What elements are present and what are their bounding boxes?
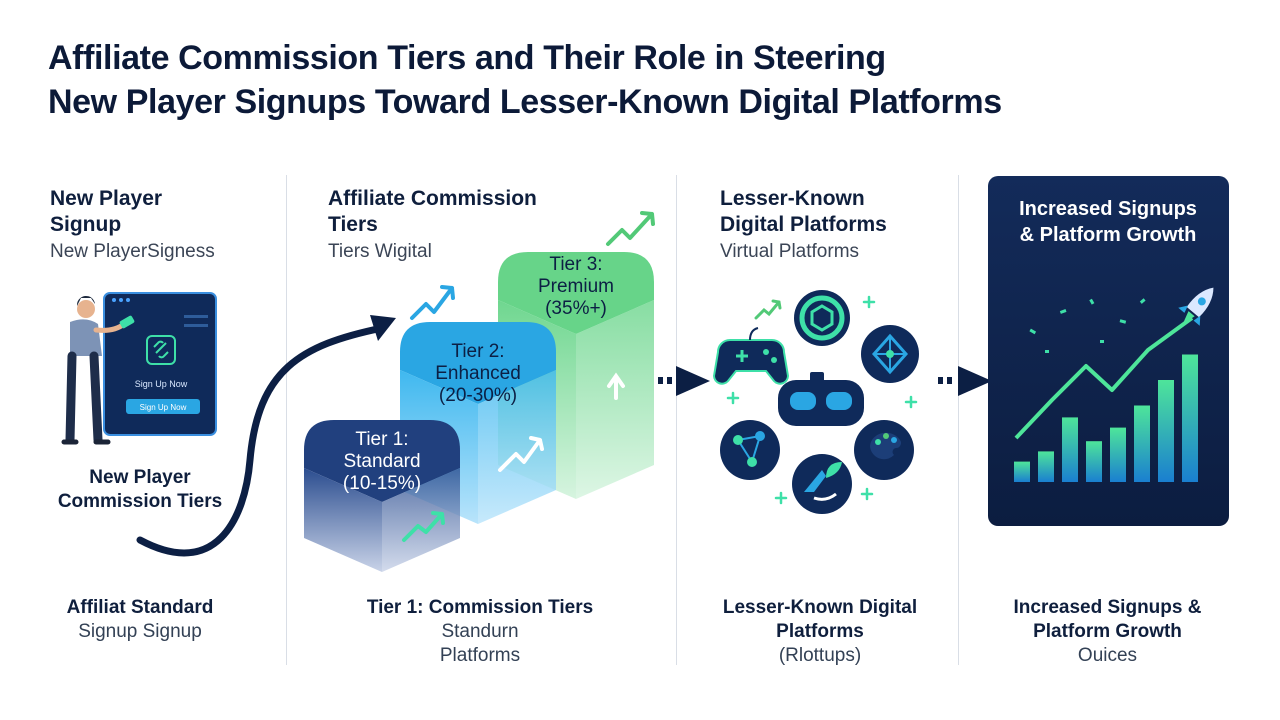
growth-bar xyxy=(1158,380,1174,482)
col1-header-line-2: Signup xyxy=(50,213,122,236)
flow-curve-arrowhead xyxy=(370,315,396,341)
tier-3-line-2: Premium xyxy=(538,276,614,297)
page-title: Affiliate Commission Tiers and Their Rol… xyxy=(48,36,1238,124)
tier-2-line-1: Tier 2: xyxy=(451,341,504,362)
col1-mid-label: New Player Commission Tiers xyxy=(20,466,260,514)
col3-caption-title: Lesser-Known Digital Platforms xyxy=(722,597,918,642)
col3-subheader: Virtual Platforms xyxy=(720,241,860,262)
col3-header-line-2: Digital Platforms xyxy=(720,213,887,236)
growth-trend-line xyxy=(1014,316,1194,440)
col2-caption-title: Tier 1: Commission Tiers xyxy=(366,597,594,618)
col1-caption: Affiliat Standard Signup Signup xyxy=(20,596,260,644)
col1-caption-title: Affiliat Standard xyxy=(66,597,214,618)
col2-header: Affiliate Commission Tiers xyxy=(328,186,628,238)
signup-screen: Sign Up Now Sign Up Now xyxy=(103,292,217,436)
flow-arrow-3-to-4 xyxy=(938,366,992,396)
title-line-2: New Player Signups Toward Lesser-Known D… xyxy=(48,83,1002,121)
growth-bar xyxy=(1038,451,1054,482)
col2-header-line-1: Affiliate Commission xyxy=(328,187,537,210)
tier-1-cube: Tier 1: Standard (10-15%) xyxy=(304,420,460,572)
growth-card: Increased Signups & Platform Growth xyxy=(988,176,1229,526)
tier-3-line-1: Tier 3: xyxy=(549,254,602,275)
card-title-line-2: & Platform Growth xyxy=(1020,224,1197,246)
growth-bar xyxy=(1110,427,1126,482)
tier-2-line-2: Enhanced xyxy=(435,363,521,384)
col1-header: New Player Signup xyxy=(50,186,270,238)
card-title-line-1: Increased Signups xyxy=(1019,198,1197,220)
column-divider-1 xyxy=(286,175,287,665)
flow-arrow-2-to-3 xyxy=(658,366,710,396)
column-divider-2 xyxy=(676,175,677,665)
col3-header-line-1: Lesser-Known xyxy=(720,187,865,210)
col4-caption: Increased Signups & Platform Growth Ouic… xyxy=(990,596,1225,668)
person-illustration xyxy=(61,295,135,445)
col2-caption-line-2: Platforms xyxy=(439,645,521,666)
col4-caption-title: Increased Signups & Platform Growth xyxy=(1013,597,1202,642)
col4-caption-line-1: Ouices xyxy=(1077,645,1138,666)
col2-caption: Tier 1: Commission Tiers Standurn Platfo… xyxy=(330,596,630,668)
growth-bar xyxy=(1014,461,1030,482)
signup-button-text: Sign Up Now xyxy=(140,403,187,412)
col1-header-line-1: New Player xyxy=(50,187,163,210)
molecule-icon xyxy=(720,420,780,480)
growth-bar xyxy=(1086,441,1102,482)
flow-curve-arrow xyxy=(136,324,386,557)
tier-3-line-3: (35%+) xyxy=(545,298,607,319)
tier-1-line-2: Standard xyxy=(343,451,420,472)
column-divider-3 xyxy=(958,175,959,665)
leaf-logo-icon xyxy=(792,454,852,514)
title-line-1: Affiliate Commission Tiers and Their Rol… xyxy=(48,39,886,77)
gamepad-icon xyxy=(712,327,790,385)
growth-bar xyxy=(1182,354,1198,482)
col2-header-line-2: Tiers xyxy=(328,213,378,236)
tier-1-line-1: Tier 1: xyxy=(355,429,408,450)
sparkle-plus-icons xyxy=(726,295,918,505)
palette-icon xyxy=(854,420,914,480)
col2-caption-line-1: Standurn xyxy=(441,621,519,642)
growth-bars xyxy=(1014,354,1198,482)
vr-headset-icon xyxy=(778,372,864,426)
tier-1-line-3: (10-15%) xyxy=(343,473,421,494)
screen-signup-text: Sign Up Now xyxy=(135,379,188,389)
col1-mid-label-line-1: New Player xyxy=(89,467,191,488)
trend-arrow-small-icon xyxy=(754,299,782,320)
tier-2-line-3: (20-30%) xyxy=(439,385,517,406)
growth-bar xyxy=(1062,417,1078,482)
col1-subheader: New PlayerSigness xyxy=(50,241,215,262)
col2-subheader: Tiers Wigital xyxy=(328,241,432,262)
col3-caption: Lesser-Known Digital Platforms (Rlottups… xyxy=(715,596,925,668)
col3-header: Lesser-Known Digital Platforms xyxy=(720,186,950,238)
col1-caption-line-1: Signup Signup xyxy=(78,621,202,642)
signup-now-button[interactable] xyxy=(126,399,200,414)
growth-bar xyxy=(1134,405,1150,482)
col3-caption-line-1: (Rlottups) xyxy=(778,645,862,666)
crypto-coin-icon xyxy=(794,290,850,346)
trend-arrow-green-icon xyxy=(606,211,655,246)
trend-arrow-blue-icon xyxy=(410,285,455,320)
rocket-icon xyxy=(1178,287,1214,326)
col1-mid-label-line-2: Commission Tiers xyxy=(57,491,223,512)
network-node-icon xyxy=(861,325,919,383)
